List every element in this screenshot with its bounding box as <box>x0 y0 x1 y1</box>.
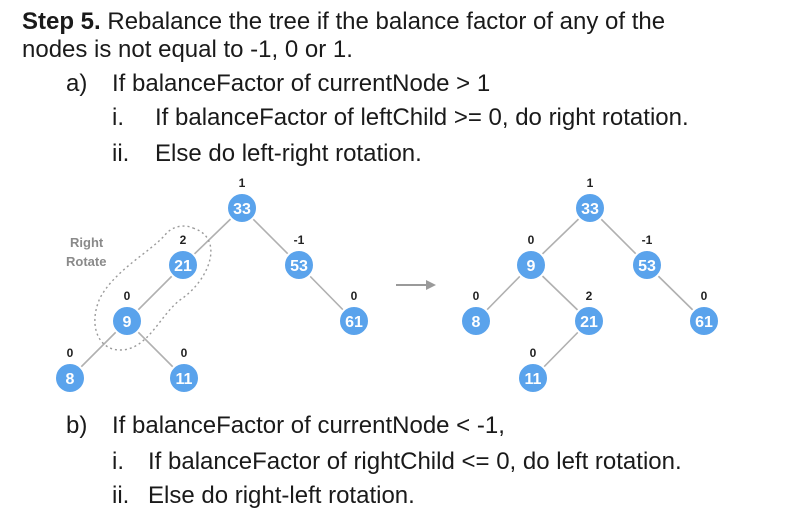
node-circle <box>517 362 549 394</box>
after-node-53: 53 -1 <box>631 233 663 281</box>
balance-factor-label: 0 <box>181 346 188 360</box>
node-value: 33 <box>581 201 599 218</box>
balance-factor-label: 0 <box>528 233 535 247</box>
case-b-item-1-text: If balanceFactor of rightChild <= 0, do … <box>148 448 682 475</box>
balance-factor-label: 0 <box>67 346 74 360</box>
before-node-8: 80 <box>54 346 86 394</box>
balance-factor-label: -1 <box>294 233 305 247</box>
case-a-item-1-text: If balanceFactor of leftChild >= 0, do r… <box>155 104 689 131</box>
node-value: 53 <box>290 258 308 275</box>
balance-factor-label: 0 <box>701 289 708 303</box>
node-circle <box>574 192 606 224</box>
node-circle <box>54 362 86 394</box>
case-b-marker: b) <box>66 412 88 439</box>
node-circle <box>573 305 605 337</box>
rotation-highlight <box>94 225 212 351</box>
balance-factor-label: 1 <box>239 176 246 190</box>
node-circle <box>338 305 370 337</box>
balance-factor-label: 2 <box>180 233 187 247</box>
node-value: 61 <box>695 314 713 331</box>
case-a-item-2-marker: ii. <box>112 140 130 167</box>
balance-factor-label: 1 <box>587 176 594 190</box>
case-a-text: If balanceFactor of currentNode > 1 <box>112 70 491 97</box>
node-circle <box>631 249 663 281</box>
node-value: 61 <box>345 314 363 331</box>
node-circle <box>167 249 199 281</box>
node-value: 11 <box>525 371 542 388</box>
balance-factor-label: 2 <box>586 289 593 303</box>
node-value: 33 <box>233 201 251 218</box>
case-a-item-2-text: Else do left-right rotation. <box>155 140 422 167</box>
node-value: 8 <box>472 314 481 331</box>
node-value: 11 <box>176 371 193 388</box>
transform-arrow-icon <box>396 280 436 290</box>
before-node-11: 11 0 <box>168 346 200 394</box>
after-node-61: 61 0 <box>688 289 720 337</box>
step-heading: Step 5. <box>22 8 101 35</box>
case-b-text: If balanceFactor of currentNode < -1, <box>112 412 505 439</box>
node-value: 8 <box>66 371 75 388</box>
node-value: 21 <box>174 258 192 275</box>
before-node-21: 21 2 <box>167 233 199 281</box>
balance-factor-label: 0 <box>351 289 358 303</box>
balance-factor-label: 0 <box>473 289 480 303</box>
step-text-1: Rebalance the tree if the balance factor… <box>107 8 666 35</box>
after-node-9: 90 <box>515 233 547 281</box>
after-node-8: 80 <box>460 289 492 337</box>
after-node-33: 33 1 <box>574 176 606 224</box>
case-b-item-2-marker: ii. <box>112 482 130 509</box>
case-b-item-1-marker: i. <box>112 448 124 475</box>
balance-factor-label: -1 <box>642 233 653 247</box>
step-text-2: nodes is not equal to -1, 0 or 1. <box>22 36 353 63</box>
annotation-line-1: Right <box>70 235 104 250</box>
node-circle <box>283 249 315 281</box>
balance-factor-label: 0 <box>530 346 537 360</box>
before-node-61: 61 0 <box>338 289 370 337</box>
node-value: 9 <box>527 258 536 275</box>
node-circle <box>460 305 492 337</box>
before-node-33: 33 1 <box>226 176 258 224</box>
after-node-21: 21 2 <box>573 289 605 337</box>
node-circle <box>226 192 258 224</box>
node-value: 9 <box>123 314 132 331</box>
step-line-1: Step 5. Rebalance the tree if the balanc… <box>22 8 665 36</box>
case-b-item-2-text: Else do right-left rotation. <box>148 482 415 509</box>
balance-factor-label: 0 <box>124 289 131 303</box>
annotation-line-2: Rotate <box>66 254 106 269</box>
edges-layer <box>69 207 705 379</box>
node-circle <box>688 305 720 337</box>
before-node-53: 53 -1 <box>283 233 315 281</box>
node-value: 21 <box>580 314 598 331</box>
node-circle <box>515 249 547 281</box>
case-a-marker: a) <box>66 70 88 97</box>
node-circle <box>111 305 143 337</box>
before-node-9: 90 <box>111 289 143 337</box>
case-a-item-1-marker: i. <box>112 104 124 131</box>
node-circle <box>168 362 200 394</box>
node-value: 53 <box>638 258 656 275</box>
after-node-11: 11 0 <box>517 346 549 394</box>
